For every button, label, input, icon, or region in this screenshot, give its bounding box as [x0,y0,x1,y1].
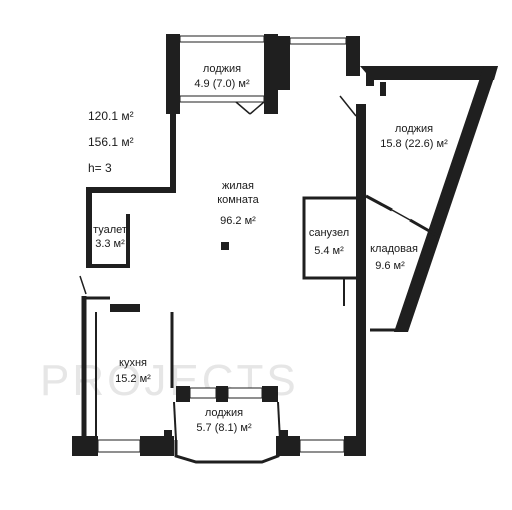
door [249,101,265,115]
wall [278,36,290,90]
window [97,439,141,453]
loggia-top-area: 4.9 (7.0) м² [194,78,250,90]
column [221,242,229,250]
window [289,37,347,45]
loggia-right-area: 15.8 (22.6) м² [380,138,448,150]
window [179,95,265,103]
wall [280,430,288,438]
wall [356,104,366,450]
living-name-2: комната [217,194,259,206]
wall [110,304,140,312]
door [79,275,87,295]
ceiling-height: h= 3 [88,161,112,175]
wall [173,401,177,441]
door [391,209,411,221]
area-with-loggias: 156.1 м² [88,135,134,149]
loggia-bottom-name: лоджия [205,407,243,419]
wall [409,218,439,238]
wall [277,401,281,441]
door [235,101,251,115]
bathroom-area: 5.4 м² [314,245,344,257]
living-name-1: жилая [222,180,254,192]
wall [166,34,180,114]
total-area: 120.1 м² [88,109,134,123]
wall [360,66,498,80]
wall [344,436,366,456]
wall [394,66,498,332]
wall [176,386,190,402]
loggia-top-name: лоджия [203,63,241,75]
wall [276,436,300,456]
kitchen-name: кухня [119,357,147,369]
storage-name: кладовая [370,243,418,255]
toilet-name: туалет [93,224,127,236]
wall [72,436,98,456]
wall [164,430,172,438]
wall [366,66,374,86]
wall [216,386,228,402]
wall [174,440,280,464]
wall [262,386,278,402]
loggia-bottom-area: 5.7 (8.1) м² [196,422,252,434]
bathroom-name: санузел [309,227,349,239]
kitchen-area: 15.2 м² [115,373,151,385]
door [339,95,357,117]
storage-area: 9.6 м² [375,260,405,272]
window [227,387,263,399]
window [179,35,265,43]
wall [380,82,386,96]
living-area: 96.2 м² [220,215,256,227]
wall [140,436,174,456]
wall [365,194,393,212]
wall [346,36,360,76]
toilet-area: 3.3 м² [95,238,125,250]
window [189,387,217,399]
loggia-right-name: лоджия [395,123,433,135]
wall [264,34,278,114]
wall [302,196,356,280]
window [299,439,345,453]
